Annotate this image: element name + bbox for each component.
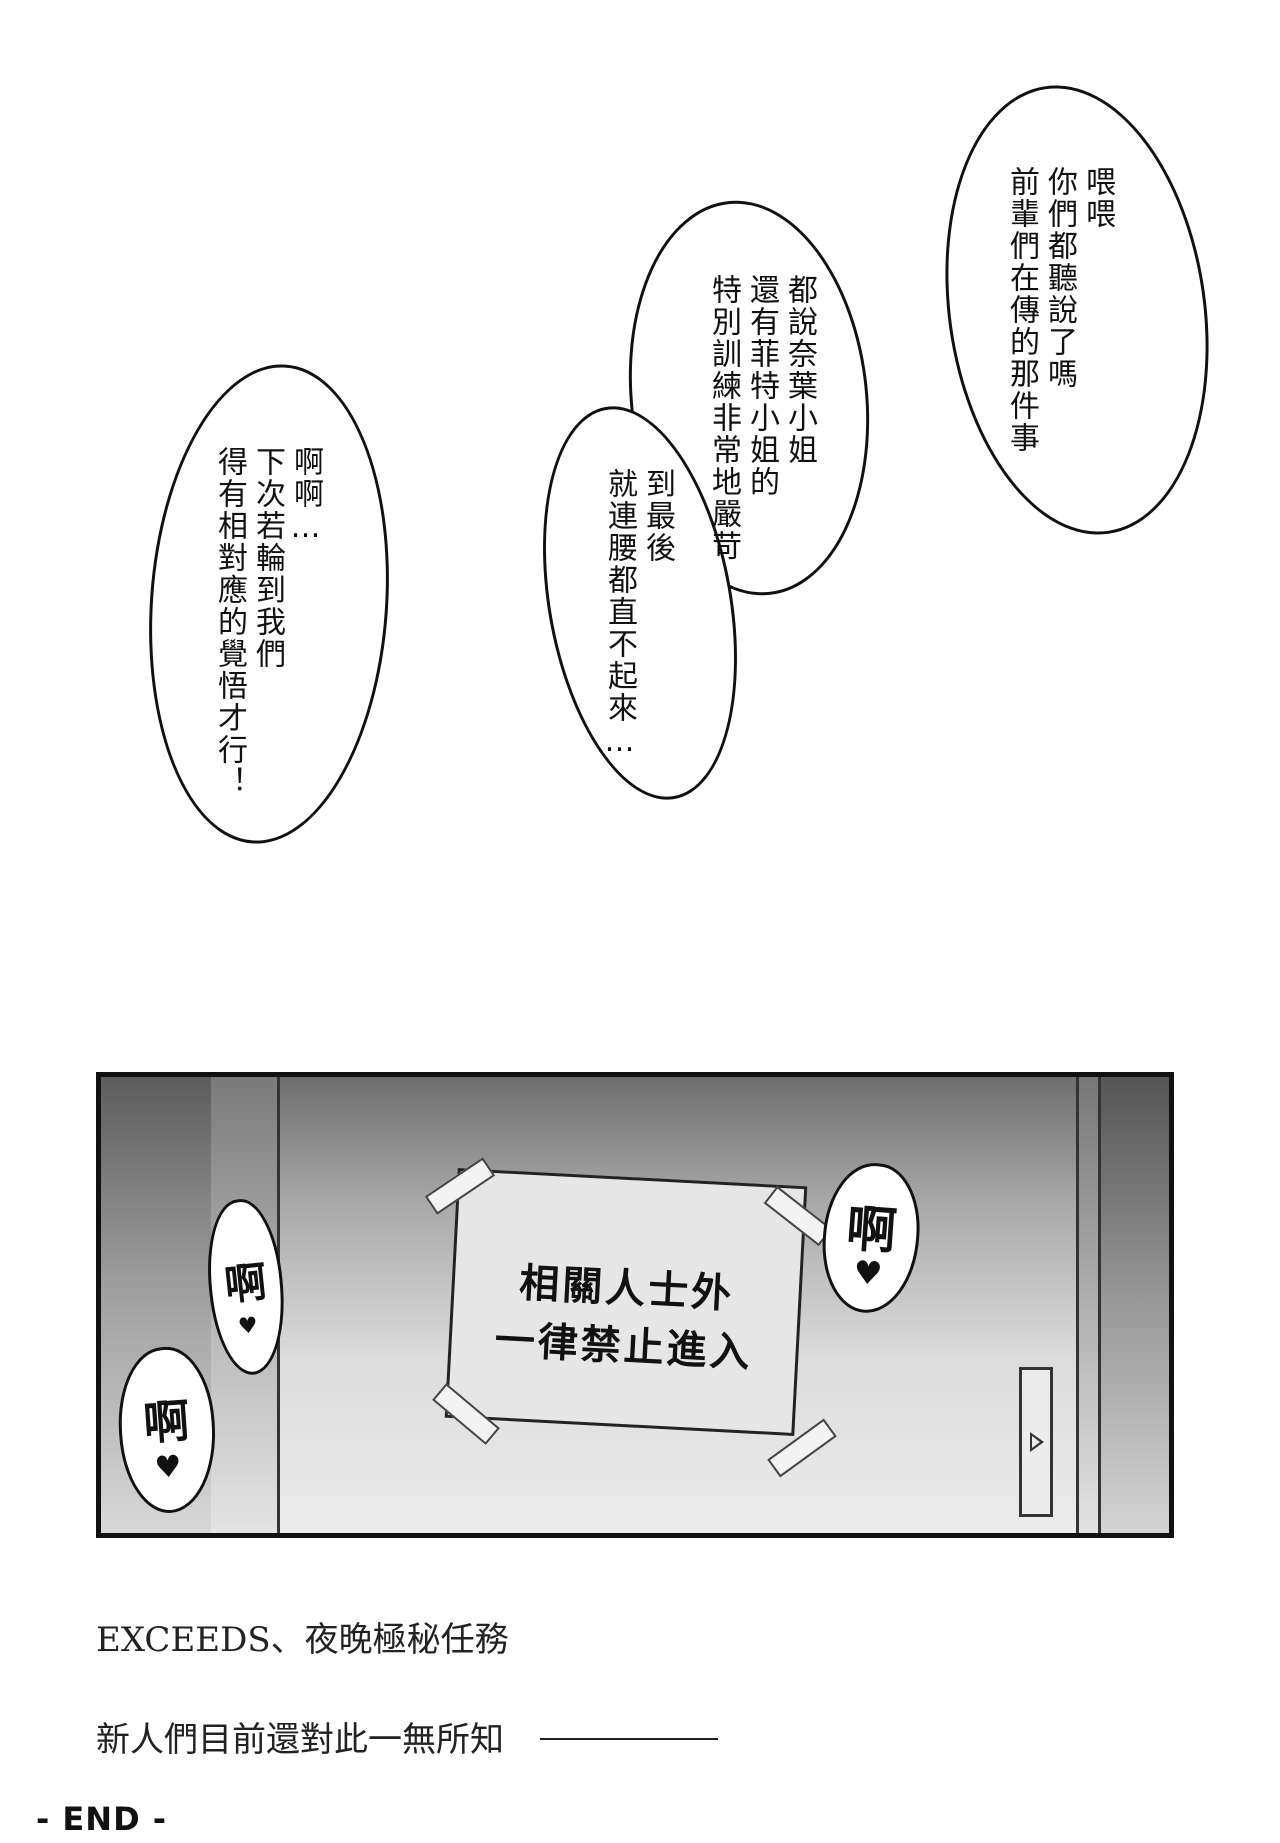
bubble-2-line: 特別訓練非常地嚴苛 [706,274,741,562]
sfx-bubble-3: 啊 ♥ [817,1159,925,1317]
heart-icon: ♥ [852,1252,884,1293]
warning-sign: 相關人士外 一律禁止進入 [444,1168,808,1436]
speech-bubble-3-text: 到最後 就連腰都直不起來… [600,468,676,761]
bubble-1-line: 前輩們在傳的那件事 [1004,166,1039,454]
bubble-3-line: 就連腰都直不起來… [602,468,637,761]
caption-line-2: 新人們目前還對此一無所知 [96,1720,504,1760]
speech-bubble-1-text: 喂喂 你們都聽說了嗎 前輩們在傳的那件事 [1002,166,1116,454]
sfx-moan-2: 啊 [141,1393,192,1451]
wall-right [1098,1077,1169,1533]
handle-arrow-icon [1030,1432,1044,1452]
bubble-4-line: 得有相對應的覺悟才行！ [212,446,247,798]
end-mark: - END - [36,1800,168,1838]
door-handle [1019,1367,1053,1517]
heart-icon: ♥ [236,1313,260,1340]
sfx-moan-1: 啊 [222,1256,270,1311]
door-panel: 相關人士外 一律禁止進入 啊 ♥ 啊 ♥ 啊 ♥ [96,1072,1174,1538]
bubble-1-line: 喂喂 [1080,166,1115,230]
speech-bubble-4-text: 啊啊… 下次若輪到我們 得有相對應的覺悟才行！ [210,446,324,798]
bubble-2-line: 還有菲特小姐的 [744,274,779,498]
heart-icon: ♥ [153,1449,183,1486]
bubble-4-line: 下次若輪到我們 [250,446,285,670]
bubble-1-line: 你們都聽說了嗎 [1042,166,1077,390]
bubble-4-line: 啊啊… [288,446,323,547]
bubble-3-line: 到最後 [640,468,675,564]
caption-dash [540,1738,718,1740]
door-frame-right [1076,1077,1101,1533]
bubble-2-line: 都說奈葉小姐 [782,274,817,466]
caption-line-1: EXCEEDS、夜晚極秘任務 [96,1620,509,1660]
speech-bubble-2-text: 都說奈葉小姐 還有菲特小姐的 特別訓練非常地嚴苛 [704,274,818,562]
